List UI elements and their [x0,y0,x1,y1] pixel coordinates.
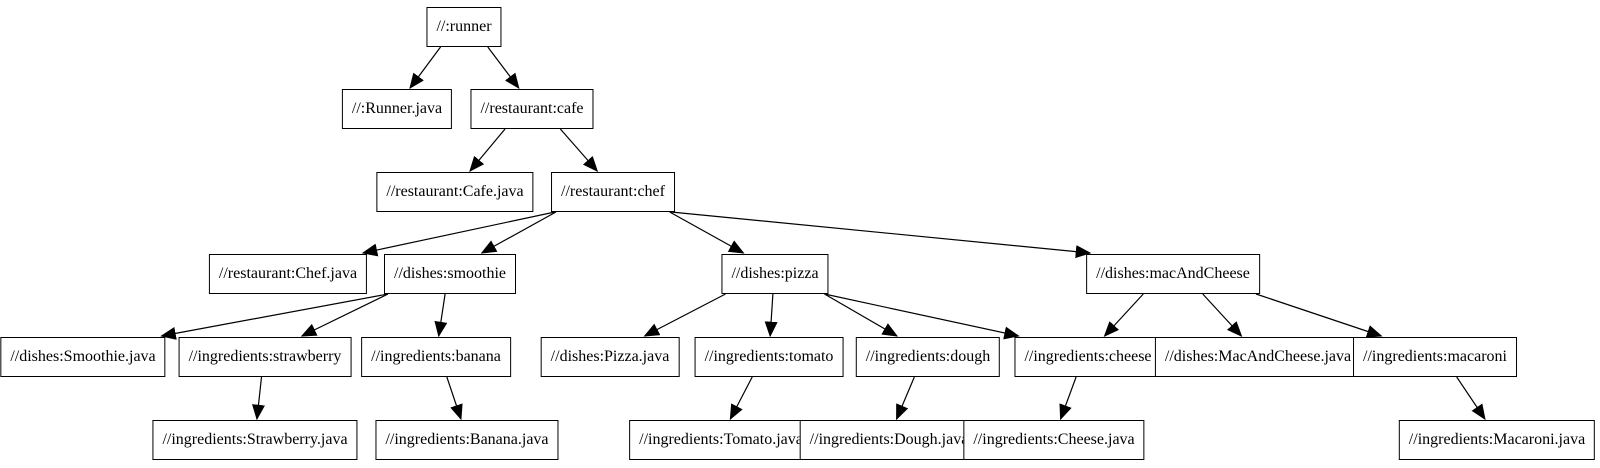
graph-node-banana_java: //ingredients:Banana.java [375,420,559,460]
edge-chef-to-pizza [669,211,745,254]
graph-node-pizza_java: //dishes:Pizza.java [540,337,680,377]
edge-macandcheese-to-macaroni [1255,293,1383,338]
graph-node-tomato: //ingredients:tomato [694,337,844,377]
edge-pizza-to-cheese [824,293,1020,340]
graph-node-dough_java: //ingredients:Dough.java [799,420,979,460]
edge-pizza-to-tomato [764,293,778,338]
graph-node-smoothie_java: //dishes:Smoothie.java [0,337,166,377]
graph-node-cheese_java: //ingredients:Cheese.java [963,420,1145,460]
graph-node-runner: //:runner [426,7,502,47]
graph-node-cafe_java: //restaurant:Cafe.java [376,172,534,212]
edge-cheese-to-cheese_java [1059,376,1077,421]
edge-smoothie-to-banana [434,293,448,338]
edge-macaroni-to-macaroni_java [1456,376,1486,421]
edge-dough-to-dough_java [896,376,915,421]
graph-node-cheese: //ingredients:cheese [1014,337,1162,377]
graph-node-macandcheese_java: //dishes:MacAndCheese.java [1154,337,1362,377]
edge-cafe-to-cafe_java [469,128,506,172]
graph-node-banana: //ingredients:banana [361,337,511,377]
graph-node-chef_java: //restaurant:Chef.java [208,254,368,294]
edge-cafe-to-chef [559,128,599,172]
graph-node-strawberry_java: //ingredients:Strawberry.java [152,420,358,460]
graph-node-runner_java: //:Runner.java [341,89,453,129]
edge-macandcheese-to-cheese [1103,293,1144,337]
graph-node-strawberry: //ingredients:strawberry [178,337,352,377]
graph-node-chef: //restaurant:chef [551,172,675,212]
graph-node-macandcheese: //dishes:macAndCheese [1086,254,1260,294]
edge-smoothie-to-strawberry [300,293,389,337]
edge-pizza-to-pizza_java [643,293,726,337]
edge-runner-to-cafe [487,46,520,90]
edge-banana-to-banana_java [446,376,463,421]
edge-smoothie-to-smoothie_java [160,293,389,340]
graph-node-smoothie: //dishes:smoothie [384,254,516,294]
graph-node-pizza: //dishes:pizza [721,254,829,294]
edge-strawberry-to-strawberry_java [252,376,265,421]
edge-chef-to-chef_java [361,211,556,257]
graph-node-macaroni: //ingredients:macaroni [1353,337,1517,377]
edge-macandcheese-to-macandcheese_java [1202,293,1243,337]
edge-tomato-to-tomato_java [729,376,753,421]
graph-node-dough: //ingredients:dough [855,337,1001,377]
graph-node-macaroni_java: //ingredients:Macaroni.java [1398,420,1596,460]
edge-chef-to-macandcheese [670,211,1092,259]
graph-node-tomato_java: //ingredients:Tomato.java [629,420,813,460]
graph-node-cafe: //restaurant:cafe [470,89,594,129]
edge-chef-to-smoothie [480,211,557,254]
edge-runner-to-runner_java [409,46,442,90]
edge-pizza-to-dough [824,293,899,337]
